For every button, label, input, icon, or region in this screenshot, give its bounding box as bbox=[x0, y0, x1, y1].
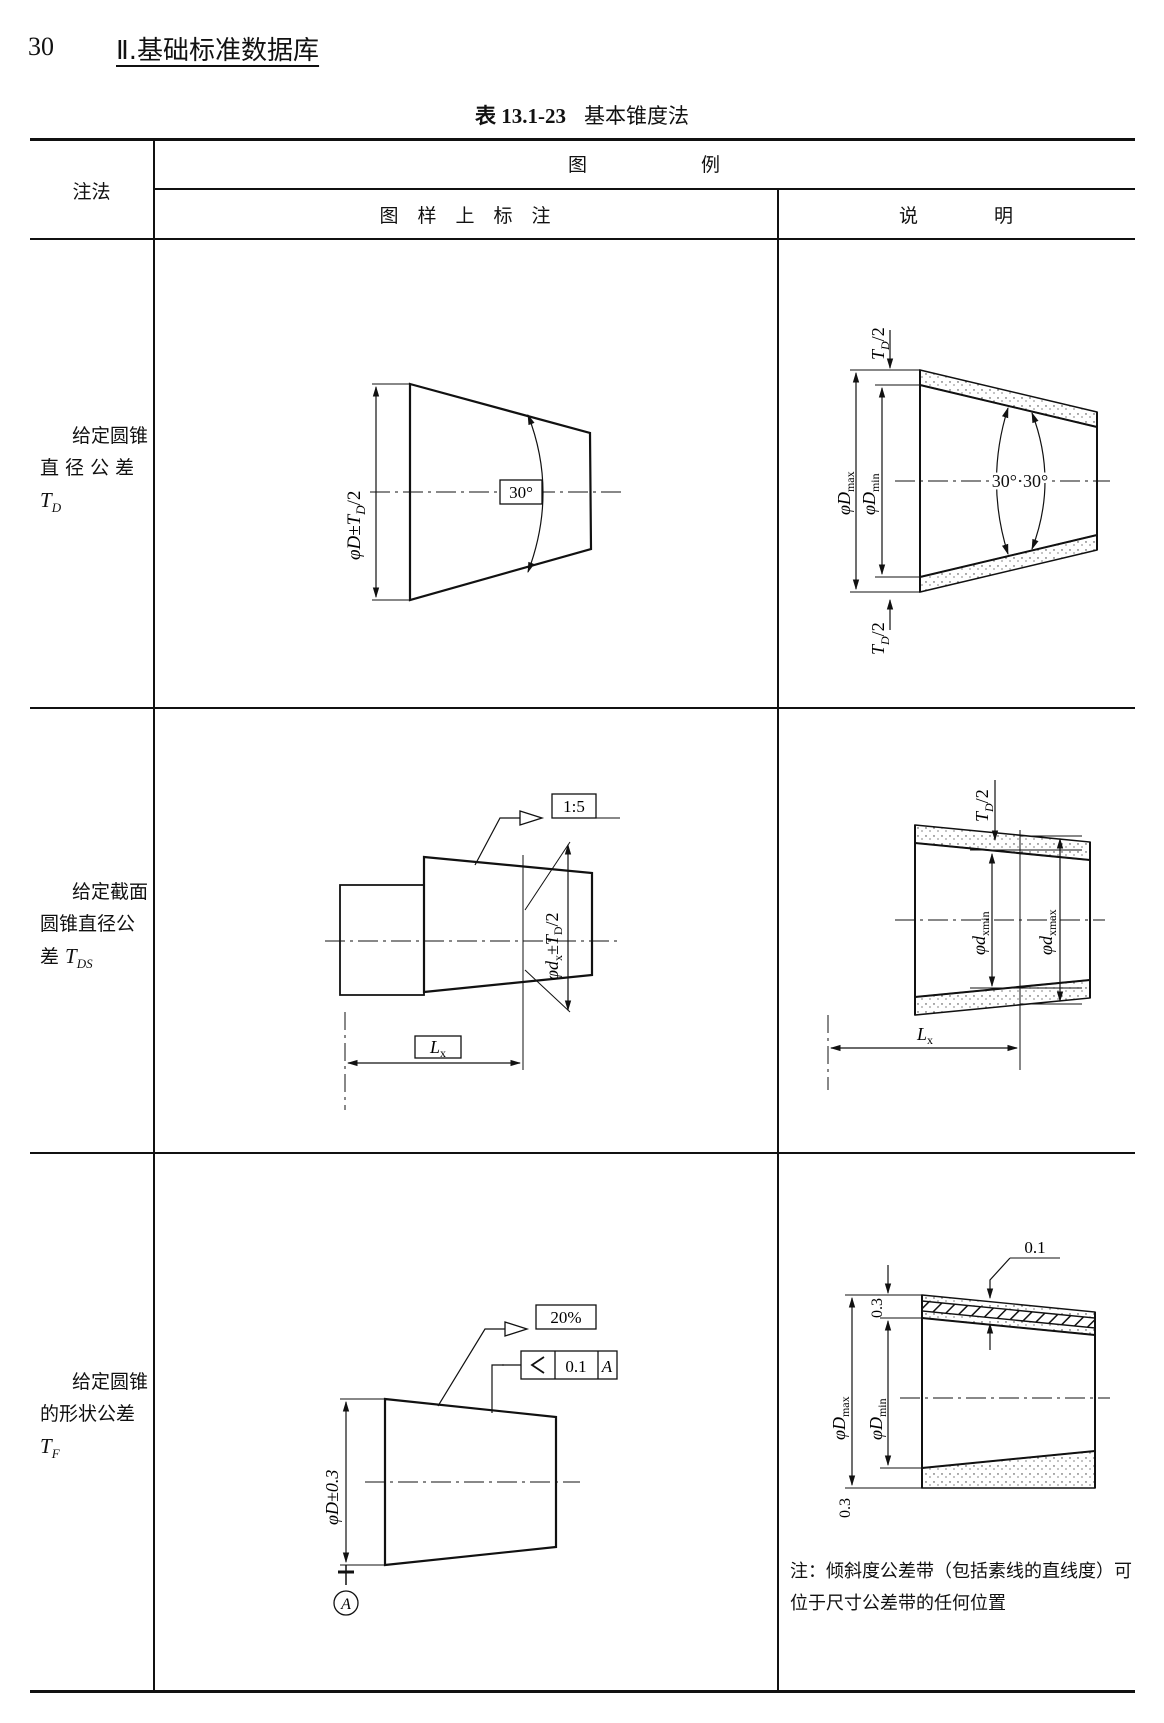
header-method: 注法 bbox=[72, 181, 111, 203]
row3-expl-top-tol: 0.3 bbox=[869, 1298, 886, 1318]
row2-expl-lx: Lx bbox=[916, 1024, 933, 1047]
row1-drawing-dim: φD±TD/2 bbox=[344, 491, 368, 560]
row3-expl-dmax: φDmax bbox=[829, 1396, 852, 1440]
table-number: 表 13.1-23 bbox=[475, 104, 566, 128]
row3-drawing: 20% 0.1 A A φD±0.3 bbox=[322, 1304, 618, 1616]
row3-expl-dmin: φDmin bbox=[866, 1398, 889, 1440]
row3-expl-flat-tol: 0.1 bbox=[1024, 1240, 1045, 1257]
row3-drawing-datum-label: A bbox=[340, 1596, 351, 1613]
row1-method: 给定圆锥 直 径 公 差 TD bbox=[30, 420, 148, 524]
row2-method-line2: 圆锥直径公 bbox=[40, 913, 136, 935]
row2-method: 给定截面 圆锥直径公 差 TDS bbox=[30, 876, 148, 980]
row2-drawing-dim: φdx±TD/2 bbox=[542, 912, 565, 980]
running-head: Ⅱ.基础标准数据库 bbox=[116, 36, 320, 66]
row1-expl-dmin: φDmin bbox=[859, 473, 882, 515]
method-column-divider bbox=[153, 138, 155, 1692]
row1-bottom-rule bbox=[30, 707, 1135, 709]
row3-drawing-datum-ref: A bbox=[601, 1357, 613, 1376]
row3-method-sub: F bbox=[51, 1446, 60, 1461]
row1-drawing-angle-box: 30° bbox=[509, 483, 533, 502]
header-mid-rule bbox=[153, 188, 1135, 190]
row1-expl-bot-tol: TD/2 bbox=[868, 622, 892, 655]
row3-drawing-tol-value: 0.1 bbox=[565, 1357, 586, 1376]
row2-expl-top-tol: TD/2 bbox=[972, 789, 996, 822]
row3-method-line1: 给定圆锥 bbox=[71, 1371, 148, 1393]
row2-method-line1: 给定截面 bbox=[71, 881, 148, 903]
row3-method-line2: 的形状公差 bbox=[40, 1403, 136, 1425]
row2-drawing-lx: Lx bbox=[429, 1037, 446, 1060]
drawing-column-divider bbox=[777, 188, 779, 1692]
row1-method-symbol: T bbox=[40, 488, 52, 512]
row2-explanation: TD/2 φdxmin φdxmax Lx bbox=[827, 780, 1105, 1090]
row1-drawing: 30° φD±TD/2 bbox=[344, 382, 625, 602]
row3-drawing-taper-box: 20% bbox=[550, 1308, 581, 1327]
row1-method-line3: TD bbox=[30, 484, 148, 524]
header-drawing: 图 样 上 标 注 bbox=[379, 205, 551, 227]
row2-expl-dxmin: φdxmin bbox=[969, 911, 992, 955]
row3-note: 注：倾斜度公差带（包括素线的直线度）可位于尺寸公差带的任何位置 bbox=[790, 1561, 1132, 1614]
row2-expl-dxmax: φdxmax bbox=[1036, 909, 1059, 955]
row1-expl-angles: 30°·30° bbox=[992, 471, 1048, 491]
row1-expl-top-tol: TD/2 bbox=[868, 327, 892, 360]
row1-method-line1: 给定圆锥 bbox=[71, 425, 148, 447]
row2-method-symbol: T bbox=[65, 944, 77, 968]
row2-method-line3: 差 TDS bbox=[30, 940, 148, 980]
row3-method-symbol: T bbox=[40, 1434, 52, 1458]
page-number: 30 bbox=[28, 32, 54, 61]
table-caption: 表 13.1-23 基本锥度法 bbox=[0, 100, 1164, 130]
table-title: 基本锥度法 bbox=[584, 104, 689, 128]
header-figures: 图 例 bbox=[567, 154, 720, 176]
row3-method: 给定圆锥 的形状公差 TF bbox=[30, 1366, 148, 1470]
row2-bottom-rule bbox=[30, 1152, 1135, 1154]
header-explanation: 说 明 bbox=[898, 205, 1013, 227]
row3-expl-bot-tol: 0.3 bbox=[837, 1498, 854, 1518]
row3-drawing-dim: φD±0.3 bbox=[322, 1470, 342, 1525]
row2-drawing: 1:5 Lx φdx±TD/2 bbox=[325, 793, 620, 1110]
row3-explanation: 0.1 0.3 φDmax φDmin 0.3 bbox=[829, 1240, 1110, 1518]
row1-expl-dmax: φDmax bbox=[834, 471, 857, 515]
table-top-rule bbox=[30, 138, 1135, 141]
row3-method-line3: TF bbox=[30, 1430, 148, 1470]
row1-method-line2: 直 径 公 差 bbox=[40, 457, 135, 479]
header-bottom-rule bbox=[30, 238, 1135, 240]
row2-method-sub: DS bbox=[76, 956, 93, 971]
row1-method-sub: D bbox=[51, 500, 62, 515]
row1-explanation: 30°·30° TD/2 φDmax φDmin TD/2 bbox=[834, 327, 1110, 655]
row2-drawing-taper-box: 1:5 bbox=[563, 797, 585, 816]
row2-method-prefix: 差 bbox=[40, 946, 66, 968]
table-bottom-rule bbox=[30, 1690, 1135, 1693]
